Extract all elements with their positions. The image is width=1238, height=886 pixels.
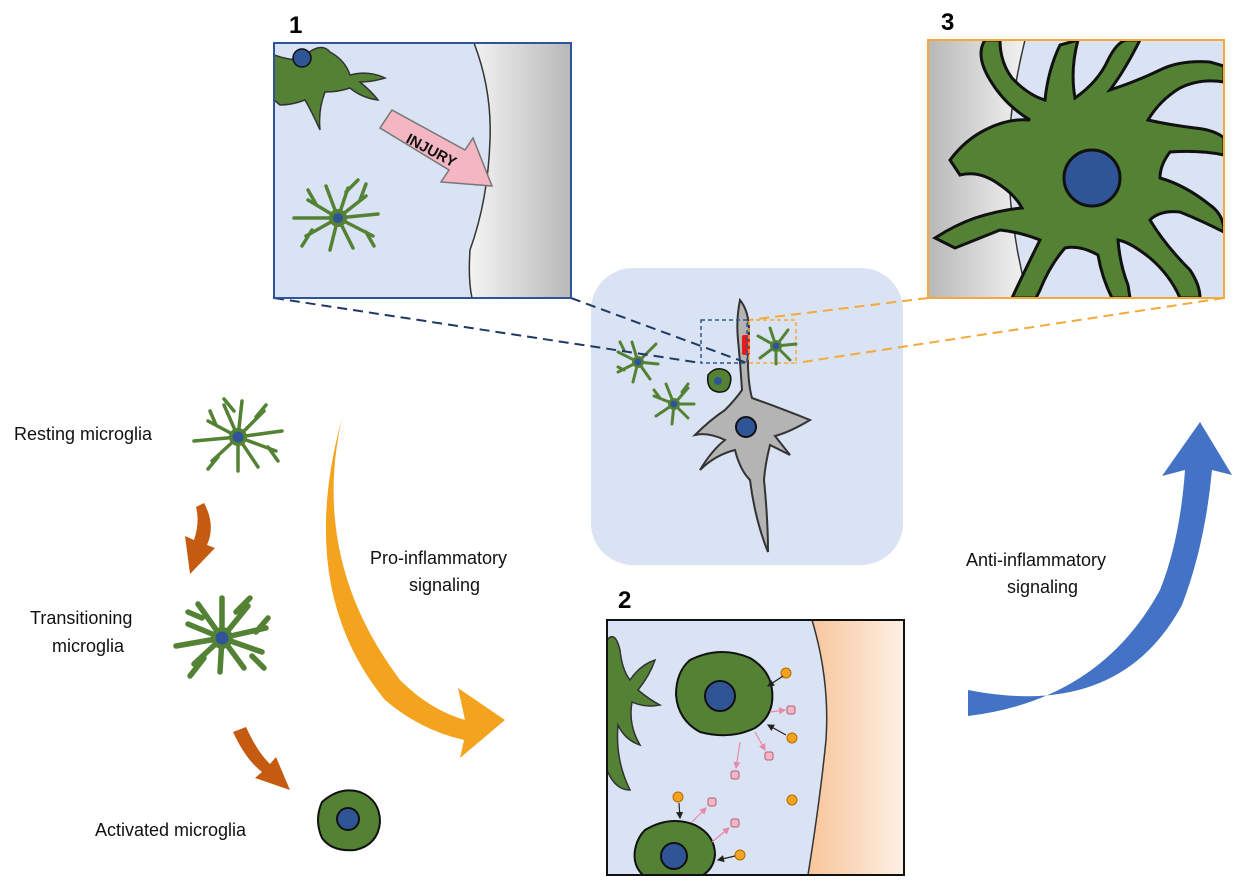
activated-label: Activated microglia: [95, 820, 247, 840]
center-microglia-2: [652, 382, 696, 426]
stage-arrow-1: [185, 503, 215, 574]
panel-2: [606, 619, 905, 876]
transitioning-label-1: Transitioning: [30, 608, 132, 628]
zoom-box-3: [748, 319, 797, 364]
neuron: [691, 297, 813, 553]
pro-inflammatory-label-1: Pro-inflammatory: [370, 548, 507, 568]
neuron-nucleus: [735, 416, 757, 438]
anti-inflammatory-label-1: Anti-inflammatory: [966, 550, 1106, 570]
pro-inflammatory-arrow: [325, 418, 505, 758]
panel-3-connectors: [748, 297, 1225, 364]
panel-1-frame: [273, 42, 572, 299]
stage-transitioning-microglia: Transitioning microglia: [30, 595, 271, 679]
stage-arrow-2: [233, 727, 290, 790]
resting-label: Resting microglia: [14, 424, 153, 444]
panel-1-number: 1: [289, 12, 302, 39]
panel-3-frame: [927, 39, 1225, 299]
panel-2-number: 2: [618, 587, 631, 614]
panel-1-microglia-large: [274, 46, 388, 131]
center-panel: [591, 268, 903, 565]
anti-inflammatory-arrow: [968, 422, 1232, 716]
cytokines-pink: [707, 705, 796, 828]
panel-2-microglia-branching: [607, 635, 663, 791]
panel-1-tissue-wall: [468, 43, 571, 298]
center-microglia-3: [756, 326, 798, 366]
panel-3: [927, 39, 1225, 299]
pro-inflammatory-label-2: signaling: [409, 575, 480, 595]
transitioning-label-2: microglia: [52, 636, 125, 656]
center-microglia-activated: [706, 368, 732, 393]
panel-3-nucleus: [1062, 148, 1122, 208]
stage-activated-microglia: Activated microglia: [95, 789, 382, 852]
cytokines-orange: [672, 667, 798, 861]
injury-site-marker: [742, 335, 750, 355]
zoom-box-1: [700, 319, 748, 364]
panel-3-number: 3: [941, 9, 954, 36]
activated-nucleus: [336, 807, 360, 831]
center-microglia-1: [616, 340, 660, 384]
anti-inflammatory-label-2: signaling: [1007, 577, 1078, 597]
stage-resting-microglia: Resting microglia: [14, 397, 284, 473]
panel-3-microglia-large: [931, 40, 1224, 298]
panel-1-microglia-resting: [292, 178, 380, 252]
panel-2-tissue-wall: [807, 620, 904, 875]
panel-2-microglia-activated-top: [674, 650, 774, 737]
panel-1-connectors: [273, 297, 748, 364]
panel-2-microglia-activated-bottom: [633, 820, 717, 875]
cytokine-arrows: [676, 675, 787, 863]
panel-2-frame: [606, 619, 905, 876]
panel-1: INJURY: [273, 42, 572, 299]
